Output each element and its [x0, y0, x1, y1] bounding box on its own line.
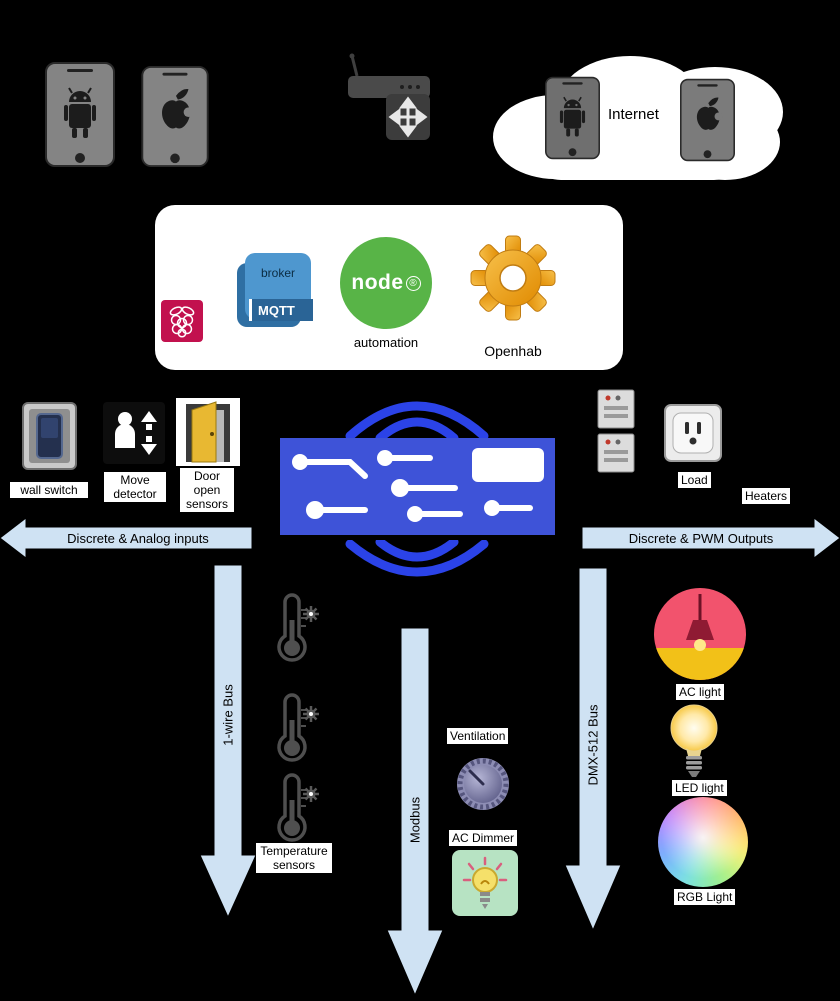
- led-bulb-icon: [670, 704, 718, 777]
- load-label: Load: [678, 472, 711, 489]
- rgb-highlight: [658, 797, 748, 887]
- wall-switch-icon: [22, 402, 77, 470]
- one-wire-bus-arrow: 1-wire Bus: [199, 564, 257, 919]
- server-panel: broker MQTT node ® automation: [155, 205, 623, 370]
- open-door-icon: [176, 398, 240, 466]
- iphone-icon: [141, 66, 209, 167]
- pwm-outputs-label: Discrete & PWM Outputs: [628, 531, 774, 546]
- din-relay-icon: [597, 389, 635, 473]
- dmx-bus-arrow: DMX-512 Bus: [564, 567, 622, 932]
- modbus-label: Modbus: [407, 796, 423, 844]
- analog-inputs-label: Discrete & Analog inputs: [67, 531, 209, 546]
- internet-label: Internet: [608, 106, 659, 123]
- mqtt-broker-icon: broker MQTT: [237, 253, 321, 335]
- android-phone-icon: [45, 62, 115, 167]
- one-wire-bus-label: 1-wire Bus: [220, 684, 236, 746]
- thermometer-icon: [277, 593, 319, 662]
- openhab-gear-icon: [470, 235, 556, 321]
- wifi-waves-top-icon: [345, 401, 489, 440]
- power-outlet-icon: [664, 404, 722, 462]
- rgb-light-label: RGB Light: [674, 889, 736, 906]
- openhab-label: Openhab: [484, 343, 542, 359]
- heaters-label: Heaters: [742, 488, 791, 505]
- rgb-color-wheel-icon: [658, 797, 748, 887]
- cloud-android-phone-icon: [545, 76, 600, 160]
- wifi-router-icon: [348, 53, 430, 140]
- ac-dimmer-label: AC Dimmer: [449, 830, 517, 847]
- pwm-outputs-arrow: Discrete & PWM Outputs: [581, 516, 840, 560]
- ventilation-knob-icon: [457, 758, 509, 810]
- wifi-waves-bottom-icon: [345, 540, 489, 577]
- cloud-iphone-icon: [680, 78, 735, 162]
- mqtt-label: MQTT: [249, 299, 313, 321]
- motion-detector-icon: [103, 402, 165, 464]
- dimmer-bulb-icon: [452, 850, 518, 916]
- thermometer-icon: [277, 773, 319, 842]
- analog-inputs-arrow: Discrete & Analog inputs: [0, 516, 253, 560]
- temperature-sensors-label: Temperature sensors: [256, 843, 332, 874]
- modbus-arrow: Modbus: [386, 627, 444, 997]
- dmx-bus-label: DMX-512 Bus: [585, 704, 601, 786]
- pcb-board-image: [280, 438, 555, 535]
- wall-switch-label: wall switch: [10, 482, 88, 499]
- ventilation-label: Ventilation: [447, 728, 509, 745]
- led-light-label: LED light: [672, 780, 727, 797]
- node-label: node: [351, 271, 404, 294]
- door-sensors-label: Door open sensors: [180, 468, 234, 513]
- move-detector-label: Move detector: [104, 472, 166, 503]
- node-trademark: ®: [405, 275, 421, 291]
- node-automation-logo: node ®: [340, 237, 432, 329]
- automation-label: automation: [353, 335, 419, 350]
- ac-light-label: AC light: [676, 684, 725, 701]
- pendant-lamp-icon: [654, 588, 746, 680]
- raspberry-pi-logo: [161, 300, 203, 342]
- thermometer-icon: [277, 693, 319, 762]
